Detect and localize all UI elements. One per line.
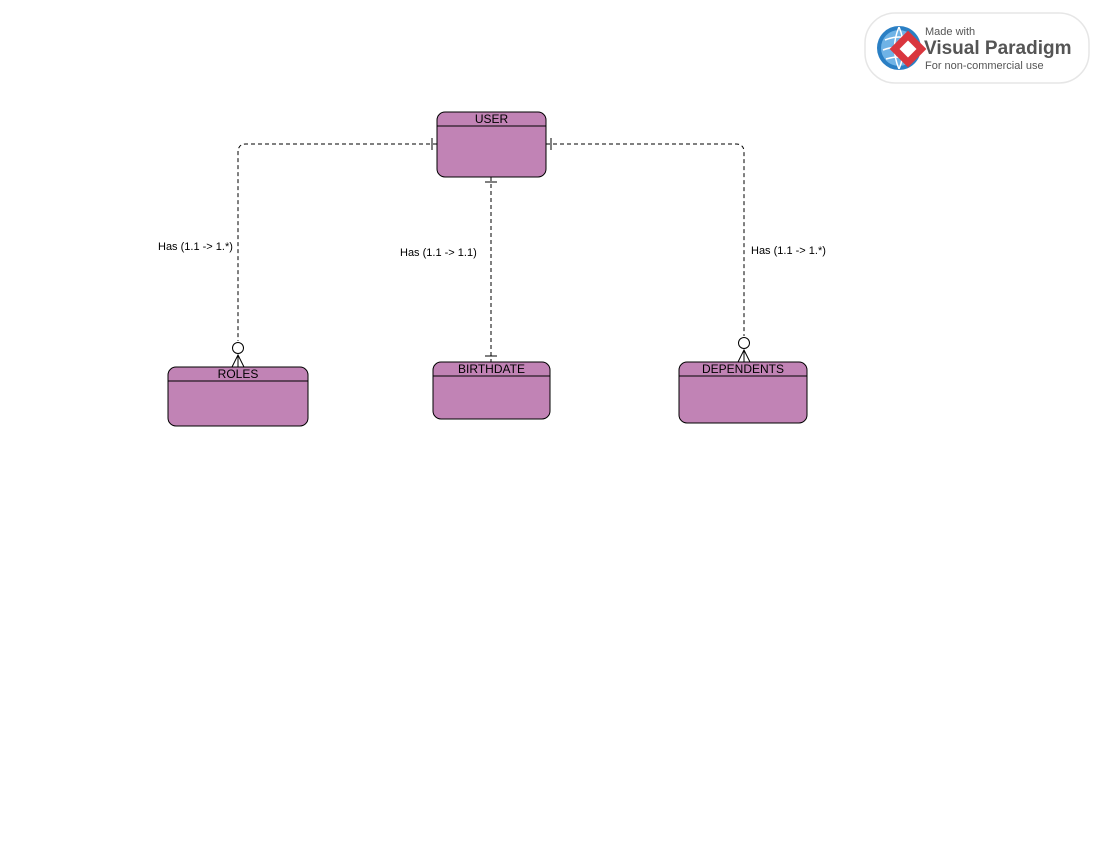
relationship-label: Has (1.1 -> 1.*) (158, 241, 233, 253)
watermark-line3: For non-commercial use (925, 60, 1044, 72)
relationship-user-dependents[interactable]: Has (1.1 -> 1.*) (546, 138, 826, 363)
relationship-user-birthdate[interactable]: Has (1.1 -> 1.1) (400, 177, 497, 362)
entity-title: USER (475, 112, 509, 126)
zero-marker (232, 342, 244, 354)
watermark-line1: Made with (925, 26, 975, 38)
entity-user[interactable]: USER (436, 111, 547, 178)
watermark-line2: Visual Paradigm (924, 38, 1072, 59)
relationship-line (237, 143, 437, 341)
entity-title: ROLES (218, 367, 259, 381)
relationship-label: Has (1.1 -> 1.*) (751, 245, 826, 257)
watermark-badge: Made with Visual Paradigm For non-commer… (864, 12, 1090, 84)
entity-title: BIRTHDATE (458, 362, 525, 376)
entity-dependents[interactable]: DEPENDENTS (678, 361, 808, 424)
zero-marker (738, 337, 750, 349)
relationship-user-roles[interactable]: Has (1.1 -> 1.*) (158, 138, 437, 368)
relationship-line (546, 143, 745, 336)
entity-roles[interactable]: ROLES (167, 366, 309, 427)
entity-title: DEPENDENTS (702, 362, 784, 376)
many-marker (231, 353, 245, 368)
relationship-label: Has (1.1 -> 1.1) (400, 247, 477, 259)
many-marker (737, 348, 751, 363)
visual-paradigm-logo-icon (877, 26, 927, 70)
entity-birthdate[interactable]: BIRTHDATE (432, 361, 551, 420)
